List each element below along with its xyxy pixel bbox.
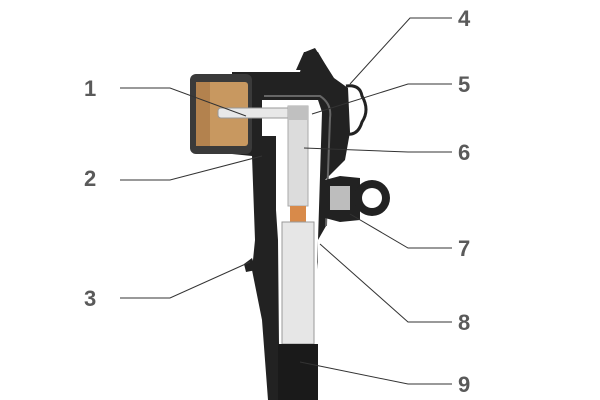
ground-clip xyxy=(345,84,368,136)
leader-6 xyxy=(303,147,452,153)
pulling-eye-hole xyxy=(362,188,382,208)
callout-1: 1 xyxy=(84,76,96,101)
cable-jacket xyxy=(278,344,318,400)
connector-tip xyxy=(288,106,308,120)
probe-pin xyxy=(217,107,299,119)
eye-washer xyxy=(330,186,350,210)
callout-3: 3 xyxy=(84,286,96,311)
leader-1 xyxy=(120,87,247,117)
inner-shield xyxy=(264,95,332,227)
top-nub xyxy=(296,52,332,80)
callout-9: 9 xyxy=(458,372,470,397)
callout-7: 7 xyxy=(458,236,470,261)
callout-5: 5 xyxy=(458,72,470,97)
cable-insulation xyxy=(281,221,315,345)
leader-8 xyxy=(319,243,452,323)
leader-2 xyxy=(120,155,263,181)
ground-lug xyxy=(244,258,256,272)
callout-4: 4 xyxy=(458,6,471,31)
leader-3 xyxy=(120,261,251,299)
bushing-insert-shade xyxy=(196,82,210,146)
leader-5 xyxy=(311,83,452,115)
leader-4 xyxy=(349,17,452,85)
conductor-tip xyxy=(290,206,306,222)
leader-9 xyxy=(299,361,452,385)
callout-2: 2 xyxy=(84,166,96,191)
compression-connector xyxy=(287,105,309,207)
callout-6: 6 xyxy=(458,140,470,165)
leader-7 xyxy=(349,213,452,249)
callout-8: 8 xyxy=(458,310,470,335)
